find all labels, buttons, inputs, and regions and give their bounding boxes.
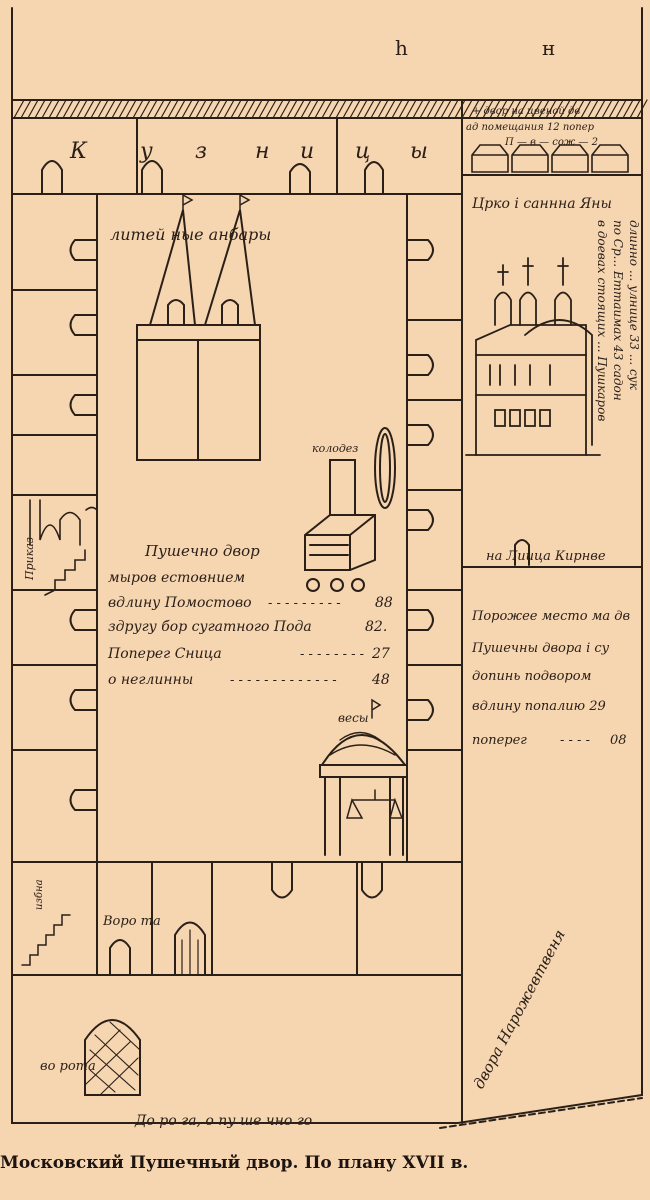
empty-place-note: Порожее место ма дв Пушечны двора i су д… <box>471 609 630 748</box>
measure-row-1-value: 88 <box>375 595 393 611</box>
empty-place-line5-value: 08 <box>610 733 627 748</box>
palatka-door <box>514 539 530 566</box>
prikaz-label: Приказ <box>23 537 36 581</box>
pushechny-dvor-title: Пушечно двор <box>144 542 260 560</box>
pushechny-dvor-subtitle: мыров естовнием <box>108 570 245 586</box>
inner-courtyard <box>96 193 408 863</box>
right-top-note-line1: + двор на цвеной дв <box>472 106 580 117</box>
weighing-house <box>319 698 408 856</box>
empty-place-line5: поперег <box>472 733 527 748</box>
forge-arches <box>41 160 384 195</box>
right-top-note-line2: ад помещания 12 попер <box>466 122 595 133</box>
left-cells <box>11 239 98 863</box>
right-vertical-note-line3: длинно ... улнице 33 ... сук <box>627 220 641 391</box>
right-cells <box>406 239 463 751</box>
right-vertical-note: в доевах стоящих ... Пушкаров по Ср... Е… <box>595 220 641 421</box>
right-top-note: + двор на цвеной дв ад помещания 12 попе… <box>466 106 598 148</box>
empty-place-line1: Порожее место ма дв <box>471 609 630 624</box>
measure-row-1-label: вдлину Помостово <box>108 595 252 611</box>
empty-place-line3: допинь подвором <box>472 669 591 684</box>
road-label: До ро га, о пу ше чно го <box>134 1113 312 1129</box>
kuznitsy-label: К у з н и ц ы <box>69 139 428 164</box>
svg-text:- - - - - - - -: - - - - - - - - <box>300 647 364 662</box>
vesy-label: весы <box>338 711 369 725</box>
measure-row-2-label: здругу бор сугатного Пода <box>108 619 312 635</box>
right-vertical-note-line2: по Ср... Еттаимах 43 садон <box>611 220 625 401</box>
measure-row-3-label: Поперег Сница <box>107 646 222 662</box>
kolodez-label: колодез <box>312 442 358 455</box>
svg-text:- - - - - - - - -: - - - - - - - - - <box>268 596 341 611</box>
empty-place-line4: вдлину попалию 29 <box>472 699 606 714</box>
church-title: Црко i саннна Яны <box>472 196 612 212</box>
hatch-lines <box>13 99 648 119</box>
right-top-note-line3: П — в — сож — 2 <box>504 137 598 148</box>
measure-row-4-value: 48 <box>371 672 390 688</box>
outer-frame <box>11 7 643 1124</box>
dvora-label: двора Нарожевтвеня <box>470 927 569 1092</box>
kuznitsy-letter-2: у <box>139 139 153 164</box>
top-letter-2: н <box>542 36 555 60</box>
measurement-dashes: - - - - - - - - - - - - - - - - - - - - … <box>230 596 364 688</box>
road-line <box>439 1097 643 1129</box>
vorota-bottom-label: во рота <box>40 1059 96 1074</box>
measure-row-2-value: 82. <box>365 619 387 635</box>
kuznitsy-letter-4: н <box>255 139 270 164</box>
liteinye-ambary-label: литей ныe анбары <box>110 225 271 244</box>
top-letter-1: һ <box>395 36 408 60</box>
measure-row-4-label: о неглинны <box>108 672 193 688</box>
church <box>465 257 601 456</box>
vorota-mid-label: Воро та <box>102 914 161 929</box>
measurement-rows: вдлину Помостово 88 здругу бор сугатного… <box>107 595 393 688</box>
kuznitsy-letter-5: и <box>300 139 314 164</box>
small-houses <box>471 144 629 173</box>
measure-row-3-value: 27 <box>371 646 390 662</box>
right-vertical-note-line1: в доевах стоящих ... Пушкаров <box>595 220 609 421</box>
foundry-building <box>136 193 261 461</box>
prikaz-building <box>29 499 98 596</box>
kuznitsy-letter-7: ы <box>410 139 428 164</box>
bottom-gate <box>84 1019 141 1096</box>
top-letters: һ н <box>395 36 555 60</box>
palatka-label: на Лиица Кирнве <box>486 549 606 564</box>
kuznitsy-letter-3: з <box>195 139 207 164</box>
empty-place-dashes: - - - - <box>560 733 590 748</box>
empty-place-line2: Пушечны двора i су <box>471 641 610 656</box>
figure-caption: Московский Пушечный двор. По плану XVII … <box>0 1153 469 1173</box>
bottom-row <box>11 861 463 976</box>
svg-text:- - - - - - - - - - - - -: - - - - - - - - - - - - - <box>230 673 337 688</box>
kuznitsy-letter-1: К <box>69 139 88 164</box>
kuznitsy-letter-6: ц <box>355 139 370 164</box>
well <box>304 427 396 592</box>
izbna-label: избна <box>34 879 45 910</box>
pushechny-dvor-text: Пушечно двор мыров естовнием вдлину Помо… <box>107 542 393 688</box>
